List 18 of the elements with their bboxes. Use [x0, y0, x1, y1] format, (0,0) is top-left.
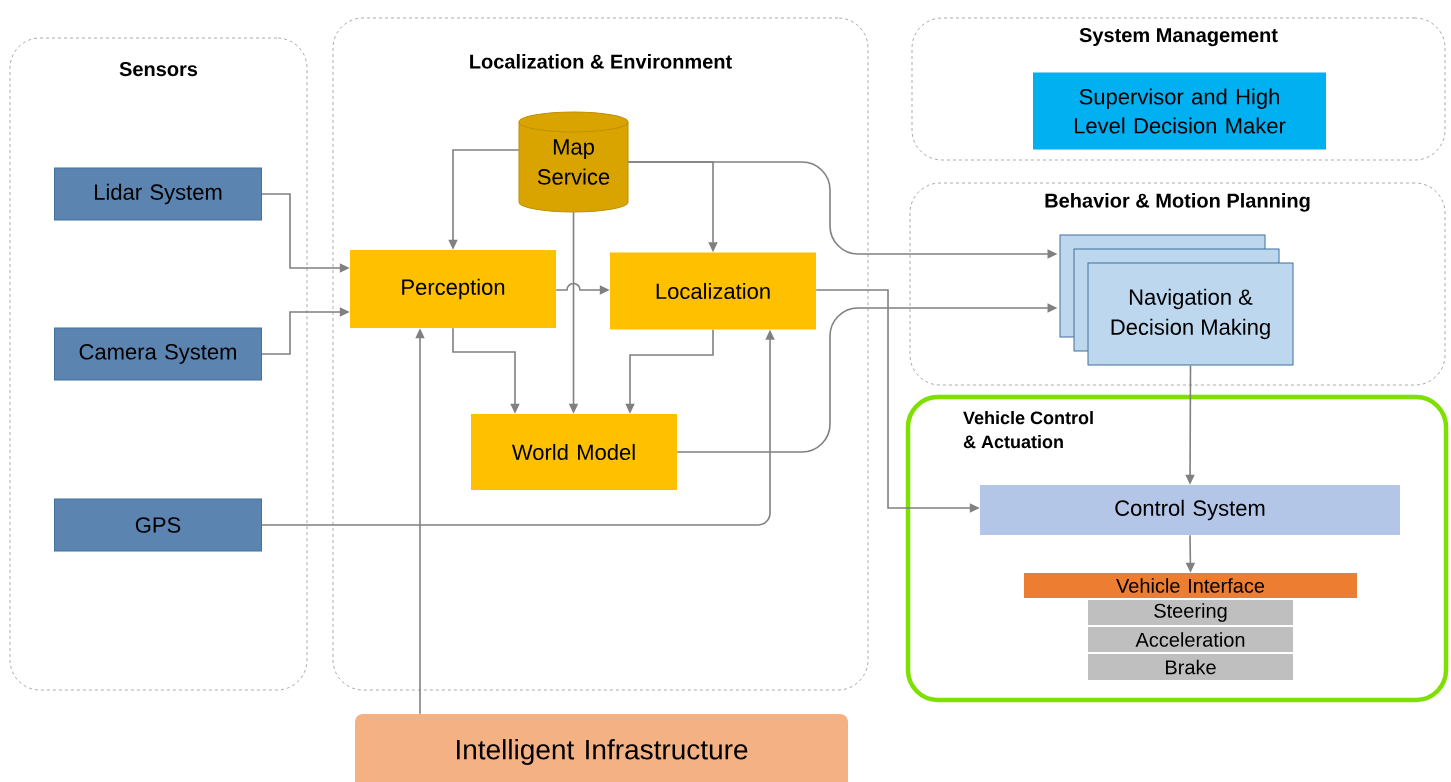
process-box: Vehicle Interface	[1024, 573, 1357, 598]
process-box: Localization	[610, 252, 816, 330]
database-cylinder: Map Service	[518, 111, 629, 213]
process-box: Supervisor and High Level Decision Maker	[1033, 72, 1326, 150]
process-box: Brake	[1088, 654, 1293, 680]
process-box: GPS	[54, 498, 262, 552]
process-box: Control System	[980, 485, 1400, 535]
process-box: Lidar System	[54, 167, 262, 221]
stacked-box: Navigation & Decision Making	[1059, 234, 1294, 366]
node-label: Acceleration	[1135, 632, 1245, 647]
process-box: World Model	[471, 414, 677, 490]
node-label: Steering	[1154, 603, 1227, 622]
process-box: Camera System	[54, 327, 262, 381]
node-label: Brake	[1166, 659, 1216, 675]
process-box: Steering	[1088, 600, 1293, 625]
process-box: Acceleration	[1088, 627, 1293, 652]
process-box: Intelligent Infrastructure	[355, 714, 848, 782]
process-box: Perception	[350, 250, 556, 328]
